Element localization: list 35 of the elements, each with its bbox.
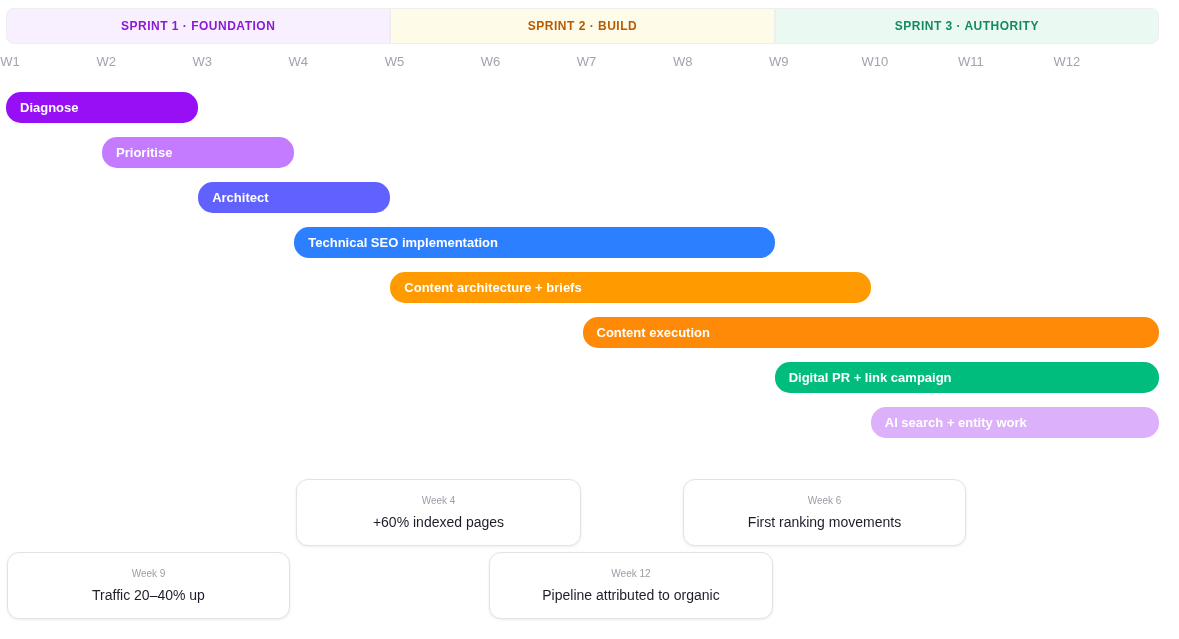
task-bar: Diagnose — [6, 92, 199, 123]
week-label: W2 — [95, 54, 117, 69]
milestone-week: Week 9 — [131, 568, 166, 579]
task-bar: Architect — [198, 182, 391, 213]
sprint-header: SPRINT 1 · FOUNDATION — [6, 8, 391, 44]
task-bar: Prioritise — [102, 137, 295, 168]
milestone-week: Week 6 — [807, 495, 842, 506]
week-label: W3 — [191, 54, 213, 69]
milestone-card — [7, 552, 290, 619]
milestone-text: +60% indexed pages — [372, 514, 505, 530]
week-label: W11 — [957, 54, 985, 69]
week-label: W5 — [383, 54, 406, 69]
task-bar: AI search + entity work — [870, 407, 1159, 438]
week-label: W7 — [575, 54, 598, 69]
week-label: W1 — [0, 54, 21, 69]
week-label: W10 — [860, 54, 890, 69]
task-bar: Technical SEO implementation — [294, 227, 775, 258]
week-label: W12 — [1052, 54, 1082, 69]
week-label: W8 — [671, 54, 694, 69]
milestone-card — [489, 552, 773, 619]
week-label: W4 — [287, 54, 310, 69]
milestone-text: Traffic 20–40% up — [92, 587, 205, 603]
milestone-text: First ranking movements — [747, 514, 902, 530]
task-bar: Content execution — [582, 317, 1159, 348]
sprint-header: SPRINT 2 · BUILD — [390, 8, 775, 44]
milestone-week: Week 4 — [421, 495, 456, 506]
milestone-card — [683, 479, 966, 546]
task-bar: Content architecture + briefs — [390, 272, 871, 303]
milestone-text: Pipeline attributed to organic — [542, 587, 720, 603]
milestone-card — [296, 479, 581, 546]
sprint-header: SPRINT 3 · AUTHORITY — [774, 8, 1159, 44]
task-bar: Digital PR + link campaign — [774, 362, 1159, 393]
week-label: W6 — [479, 54, 502, 69]
week-label: W9 — [767, 54, 790, 69]
milestone-week: Week 12 — [611, 568, 651, 579]
